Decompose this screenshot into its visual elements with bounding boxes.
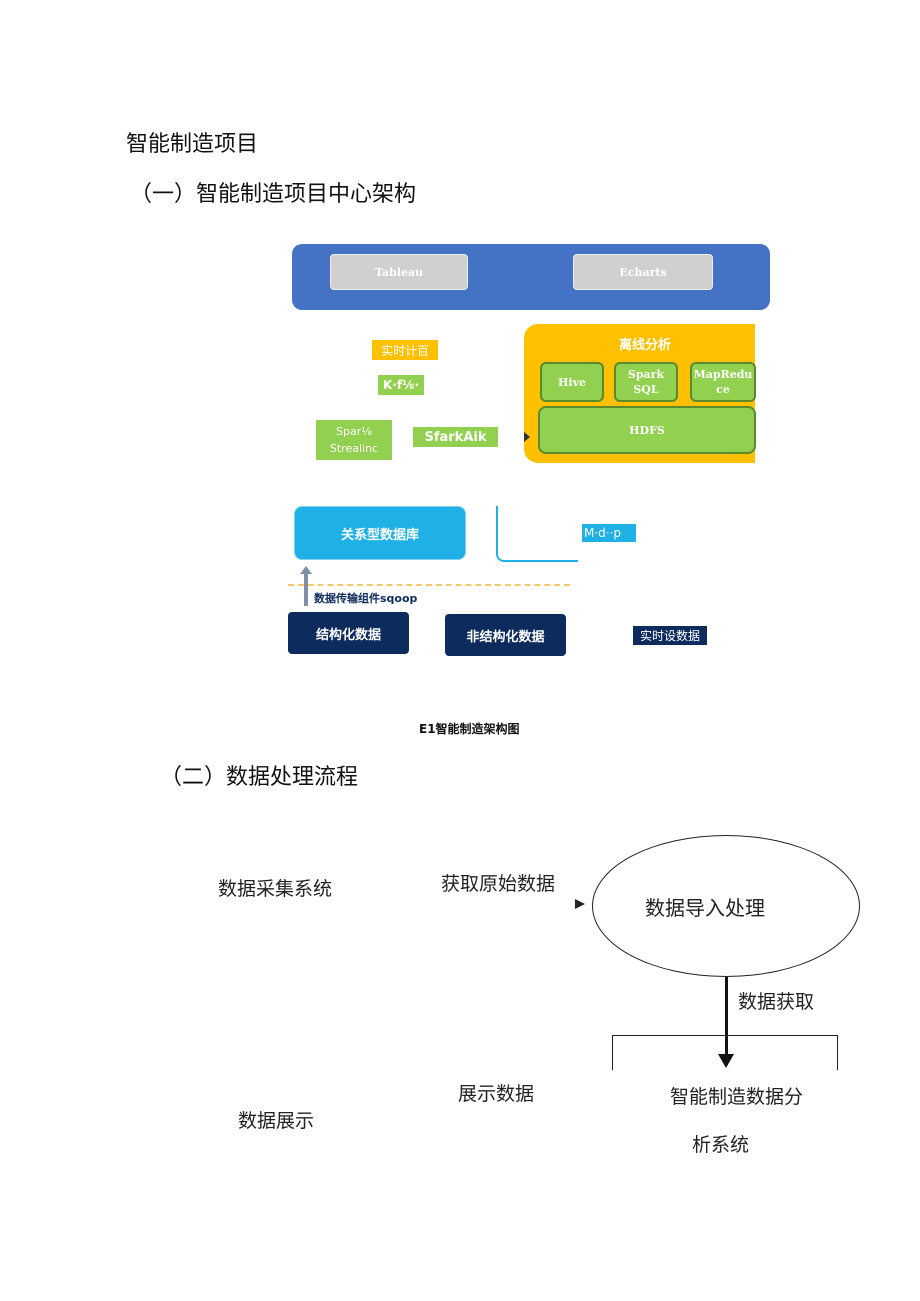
offline-title: 离线分析 [618, 337, 671, 353]
layer-divider [288, 584, 570, 586]
up-arrow-icon [300, 566, 312, 606]
import-process-label: 数据导入处理 [645, 896, 765, 920]
unstructured-data-box: 非结构化数据 [445, 614, 566, 656]
hdfs-box: HDFS [538, 406, 756, 454]
arrow-right-icon [575, 899, 585, 909]
analysis-system-frame [612, 1035, 838, 1070]
realtime-data-label: 实时设数据 [633, 626, 707, 645]
collect-system-label: 数据采集系统 [218, 878, 333, 900]
doc-title: 智能制造项目 [126, 132, 259, 157]
analysis-system-label-1: 智能制造数据分 [670, 1086, 804, 1108]
import-process-ellipse [592, 835, 860, 977]
get-raw-label: 获取原始数据 [441, 873, 556, 895]
relational-db-box: 关系型数据库 [294, 506, 466, 560]
analysis-system-label-2: 析系统 [692, 1134, 750, 1156]
down-arrow-line [725, 977, 728, 1057]
spark-link-label: SfarkAik [413, 427, 498, 447]
fetch-label: 数据获取 [738, 991, 815, 1013]
spark-sql-box: Spark SQL [614, 362, 678, 402]
arrow-right-icon [524, 432, 530, 442]
echarts-box: Echarts [573, 254, 713, 290]
arrow-down-icon [718, 1054, 734, 1068]
sqoop-label: 数据传输组件sqoop [314, 592, 418, 605]
kafka-label: K·f⅙· [378, 375, 424, 395]
tableau-box: Tableau [330, 254, 468, 290]
figure-caption: E1智能制造架构图 [419, 722, 520, 736]
realtime-compute-label: 实时计百 [372, 340, 438, 360]
structured-data-box: 结构化数据 [288, 612, 409, 654]
architecture-diagram: Tableau Echarts 实时计百 K·f⅙· Spar⅛ Streali… [288, 244, 770, 656]
show-data-label: 展示数据 [458, 1083, 535, 1105]
mdp-frame [496, 506, 578, 562]
spark-streaming-label: Spar⅛ Strealinc [316, 420, 392, 460]
hive-box: Hive [540, 362, 604, 402]
data-display-label: 数据展示 [238, 1110, 315, 1132]
mapreduce-box: MapRedu ce [690, 362, 756, 402]
mdp-label: M·d··p [582, 524, 636, 542]
section-2-heading: （二）数据处理流程 [160, 765, 359, 790]
section-1-heading: （一）智能制造项目中心架构 [130, 182, 417, 207]
